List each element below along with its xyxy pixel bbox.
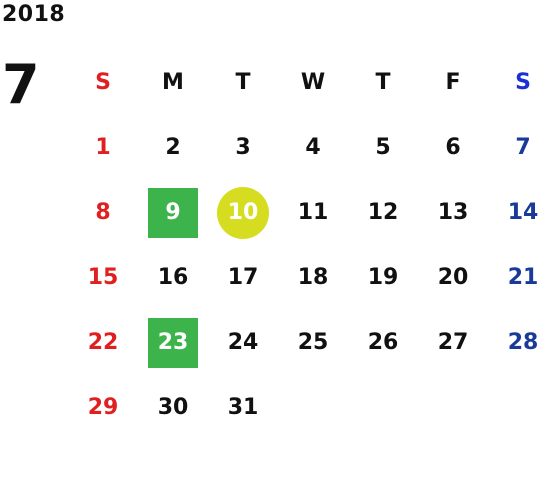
day-number: 25 xyxy=(297,330,329,355)
calendar-day[interactable]: 14 xyxy=(488,180,548,245)
calendar-day[interactable]: 8 xyxy=(68,180,138,245)
weekday-header-tue: T xyxy=(235,70,251,95)
calendar-day[interactable]: 7 xyxy=(488,115,548,180)
weekday-header-wed: W xyxy=(300,70,326,95)
calendar-day[interactable]: 1 xyxy=(68,115,138,180)
calendar-day-highlighted[interactable]: 23 xyxy=(138,310,208,375)
calendar-day[interactable]: 28 xyxy=(488,310,548,375)
calendar-day[interactable]: 25 xyxy=(278,310,348,375)
weekday-header-fri: F xyxy=(445,70,461,95)
calendar-day-highlighted[interactable]: 9 xyxy=(138,180,208,245)
weekday-header-mon: M xyxy=(162,70,184,95)
weekday-header-thu: T xyxy=(375,70,391,95)
calendar-day[interactable]: 6 xyxy=(418,115,488,180)
day-number: 7 xyxy=(515,135,531,160)
calendar-day[interactable]: 13 xyxy=(418,180,488,245)
day-number-highlighted: 23 xyxy=(148,317,198,368)
day-number: 4 xyxy=(305,135,321,160)
calendar-day[interactable]: 20 xyxy=(418,245,488,310)
day-number: 18 xyxy=(297,265,329,290)
day-number: 6 xyxy=(445,135,461,160)
calendar-grid: S M T W T F S 1 2 3 4 5 6 7 8 9 10 11 12… xyxy=(68,50,548,440)
day-number: 2 xyxy=(165,135,181,160)
calendar-day[interactable]: 11 xyxy=(278,180,348,245)
calendar-day[interactable]: 24 xyxy=(208,310,278,375)
day-number: 1 xyxy=(95,135,111,160)
day-number: 31 xyxy=(227,395,259,420)
calendar-day[interactable]: 29 xyxy=(68,375,138,440)
day-number: 13 xyxy=(437,200,469,225)
calendar-day[interactable]: 31 xyxy=(208,375,278,440)
weekday-header-sun: S xyxy=(95,70,111,95)
day-number: 20 xyxy=(437,265,469,290)
day-number: 3 xyxy=(235,135,251,160)
day-number: 5 xyxy=(375,135,391,160)
calendar-day[interactable]: 17 xyxy=(208,245,278,310)
calendar-day[interactable]: 27 xyxy=(418,310,488,375)
calendar-day[interactable]: 5 xyxy=(348,115,418,180)
calendar-day[interactable]: 30 xyxy=(138,375,208,440)
day-number-today: 10 xyxy=(217,186,269,239)
day-number: 30 xyxy=(157,395,189,420)
calendar-day[interactable]: 2 xyxy=(138,115,208,180)
weekday-header-sat: S xyxy=(515,70,531,95)
day-number-highlighted: 9 xyxy=(148,187,198,238)
year-label: 2018 xyxy=(2,2,66,27)
calendar-day[interactable]: 16 xyxy=(138,245,208,310)
calendar-day[interactable]: 4 xyxy=(278,115,348,180)
calendar-day[interactable]: 12 xyxy=(348,180,418,245)
day-number: 19 xyxy=(367,265,399,290)
day-number: 24 xyxy=(227,330,259,355)
calendar-day-today[interactable]: 10 xyxy=(208,180,278,245)
day-number: 15 xyxy=(87,265,119,290)
calendar-day[interactable]: 15 xyxy=(68,245,138,310)
day-number: 8 xyxy=(95,200,111,225)
day-number: 21 xyxy=(507,265,539,290)
day-number: 12 xyxy=(367,200,399,225)
calendar-day[interactable]: 22 xyxy=(68,310,138,375)
day-number: 26 xyxy=(367,330,399,355)
day-number: 16 xyxy=(157,265,189,290)
day-number: 14 xyxy=(507,200,539,225)
day-number: 22 xyxy=(87,330,119,355)
calendar-day[interactable]: 19 xyxy=(348,245,418,310)
calendar-day[interactable]: 18 xyxy=(278,245,348,310)
day-number: 11 xyxy=(297,200,329,225)
day-number: 29 xyxy=(87,395,119,420)
month-label: 7 xyxy=(2,53,40,116)
calendar-day[interactable]: 3 xyxy=(208,115,278,180)
day-number: 17 xyxy=(227,265,259,290)
day-number: 27 xyxy=(437,330,469,355)
calendar-day[interactable]: 21 xyxy=(488,245,548,310)
calendar-day[interactable]: 26 xyxy=(348,310,418,375)
day-number: 28 xyxy=(507,330,539,355)
